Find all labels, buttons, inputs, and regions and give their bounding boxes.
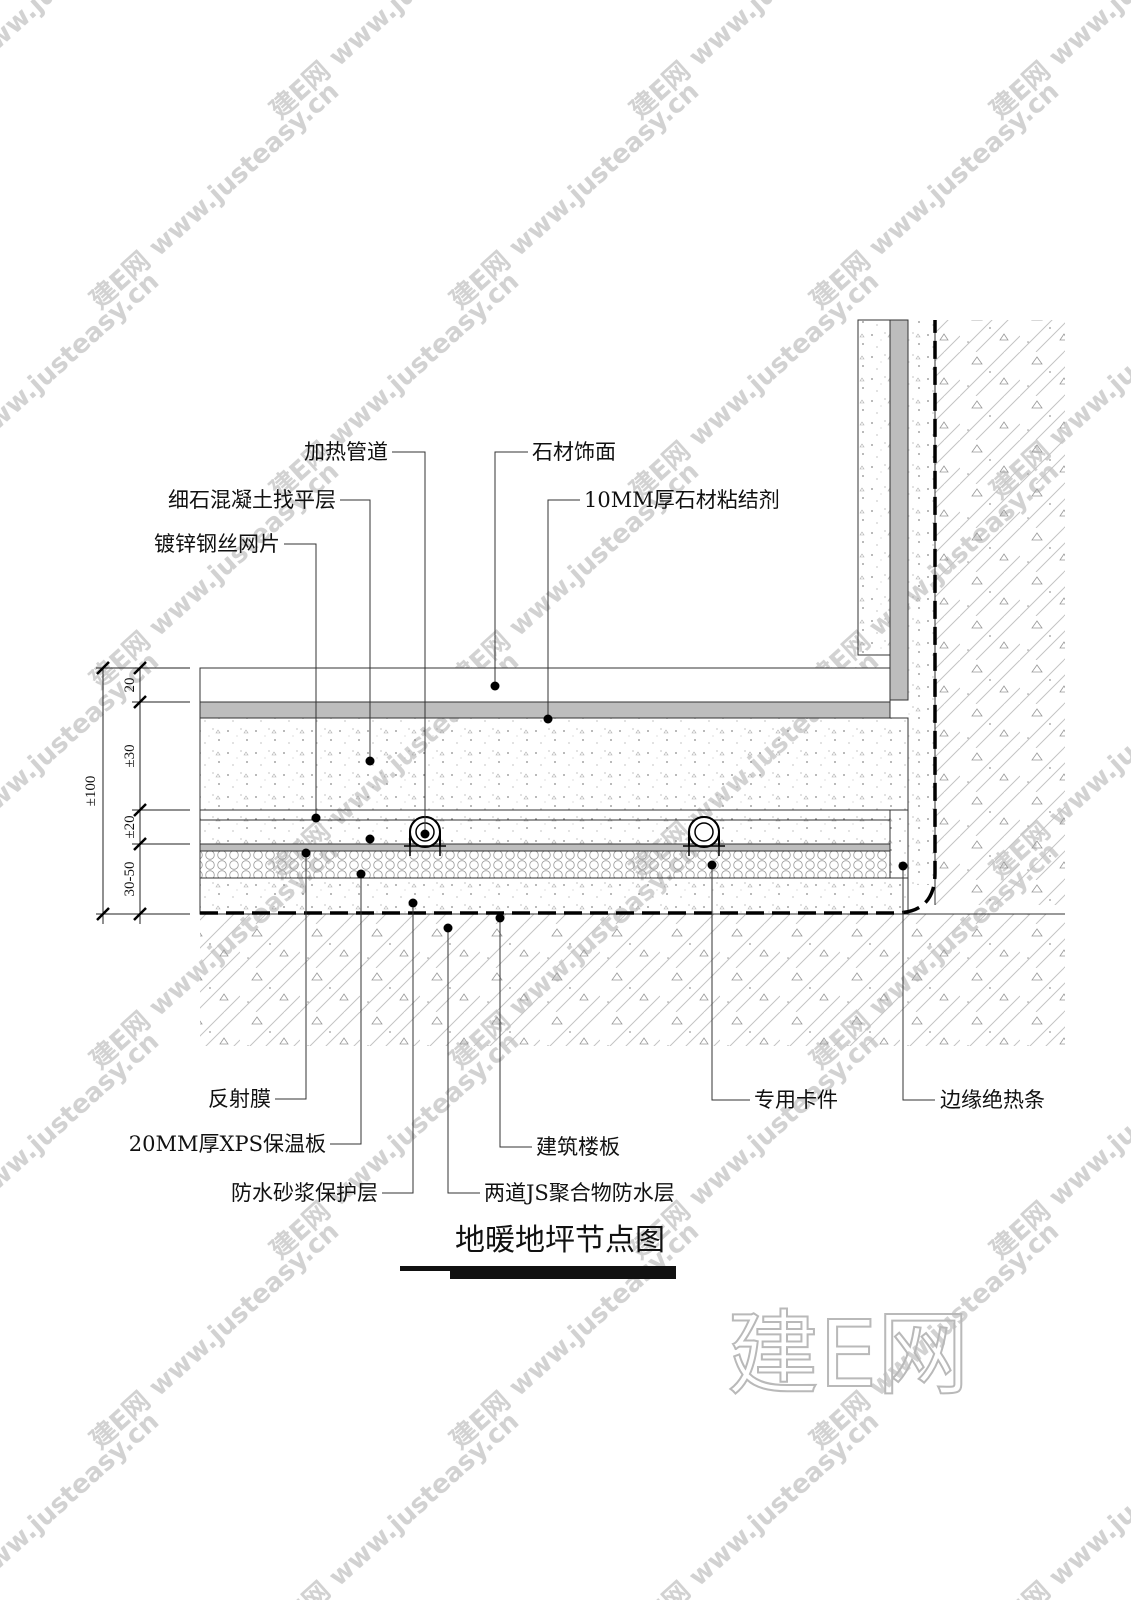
stone-adhesive-layer [199,701,891,719]
heating-layer [199,809,891,845]
leader-lines [275,451,935,1194]
label-edge-strip: 边缘绝热条 [940,1088,1045,1112]
label-floor-slab: 建筑楼板 [536,1135,620,1159]
label-reflective-film: 反射膜 [208,1087,271,1111]
wall-section [857,319,1065,905]
watermark-text: 建E网 www.justeasy.cn [0,0,165,125]
label-js-waterproof: 两道JS聚合物防水层 [484,1181,675,1205]
dim-30: ±30 [122,744,138,767]
js-waterproof-membrane [200,320,937,915]
callout-labels: 加热管道 石材饰面 细石混凝土找平层 10MM厚石材粘结剂 镀锌钢丝网片 反射膜… [129,440,1045,1205]
watermark-logo: 建E网 [727,1301,969,1408]
watermark-text: 建E网 www.justeasy.cn [85,76,345,315]
label-clip: 专用卡件 [754,1088,838,1112]
leader-dots [301,681,908,933]
label-stone-adhesive: 10MM厚石材粘结剂 [584,488,780,512]
watermark-text: 建E网 www.justeasy.cn [0,266,165,505]
title-underline-thick [450,1271,676,1279]
watermark-text: 建E网 www.justeasy.cn [985,1406,1131,1600]
dimension-chain: ±100 20 ±30 ±20 30-50 [83,661,190,924]
drawing-title-block: 地暖地坪节点图 [400,1223,676,1279]
label-fine-concrete: 细石混凝土找平层 [168,488,336,512]
label-xps-board: 20MM厚XPS保温板 [129,1132,326,1156]
watermark-text: 建E网 www.justeasy.cn [265,1406,525,1600]
watermark-text: 建E网 www.justeasy.cn [625,1406,885,1600]
watermark-text: 建E网 www.justeasy.cn [985,1026,1131,1265]
watermark-text: 建E网 www.justeasy.cn [0,1406,165,1600]
watermark-text: 建E网 www.justeasy.cn [265,266,525,505]
mortar-layer [199,877,909,915]
title-underline-thin [400,1266,676,1271]
dim-total: ±100 [83,776,99,807]
dim-20b: ±20 [122,815,138,838]
label-mortar-layer: 防水砂浆保护层 [231,1181,378,1205]
fine-concrete-layer [199,717,909,811]
watermark-text: 建E网 www.justeasy.cn [445,76,705,315]
label-heating-pipe: 加热管道 [304,440,388,464]
xps-board-layer [199,850,891,879]
stone-finish-layer [199,667,891,703]
drawing-title: 地暖地坪节点图 [455,1223,665,1258]
watermark-text: 建E网 www.justeasy.cn [85,1216,345,1455]
watermark-text: 建E网 www.justeasy.cn [805,76,1065,315]
label-stone-finish: 石材饰面 [532,440,616,464]
watermark-text: 建E网 www.justeasy.cn [625,266,885,505]
floor-slab [200,914,1065,1046]
watermark-text: 建E网 www.justeasy.cn [985,0,1131,125]
label-wire-mesh: 镀锌钢丝网片 [154,532,280,556]
dim-20: 20 [122,678,138,693]
heating-pipe-2 [683,816,725,856]
dim-30-50: 30-50 [122,862,138,897]
